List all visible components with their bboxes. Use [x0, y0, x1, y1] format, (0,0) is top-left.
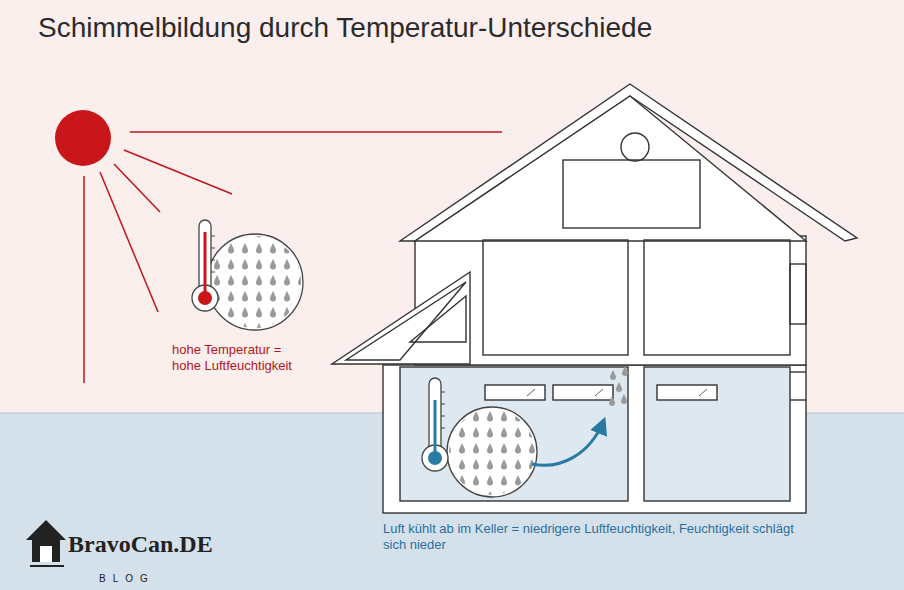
title: Schimmelbildung durch Temperatur-Untersc…: [38, 12, 652, 44]
warm-note: hohe Temperatur = hohe Luftfeuchtigkeit: [172, 342, 312, 373]
logo-icon: [26, 520, 66, 566]
watermark-sub: BLOG: [99, 573, 155, 585]
cold-note: Luft kühlt ab im Keller = niedrigere Luf…: [383, 521, 803, 552]
watermark: BravoCan.DE: [68, 530, 213, 559]
house: [332, 84, 857, 513]
warm-humidity: [192, 220, 303, 330]
cold-humidity: [422, 366, 628, 497]
